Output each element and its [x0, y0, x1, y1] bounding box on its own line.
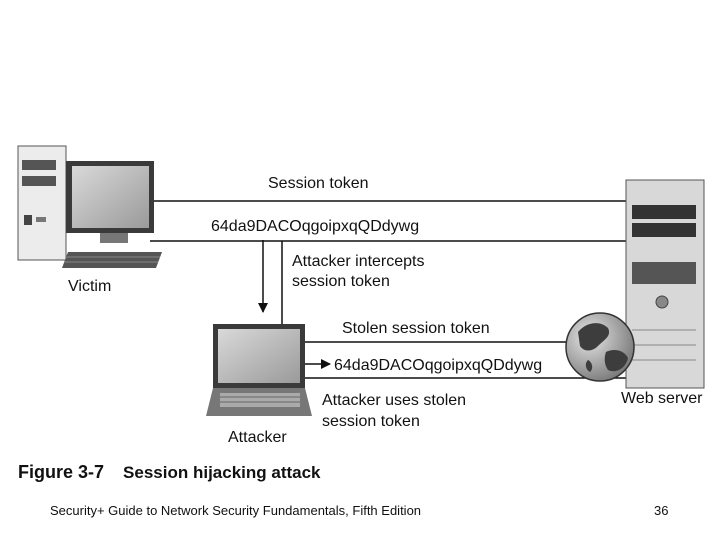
figure-number: Figure 3-7	[18, 462, 105, 482]
web-server-icon	[625, 179, 705, 389]
figure-title: Session hijacking attack	[123, 463, 321, 482]
uses-stolen-label-line2: session token	[322, 413, 420, 430]
intercept-label-line2: session token	[292, 273, 390, 290]
globe-icon	[565, 312, 635, 382]
intercept-label-line1: Attacker intercepts	[292, 253, 425, 270]
token-value-bottom: 64da9DACOqgoipxqQDdywg	[334, 357, 543, 374]
session-token-label: Session token	[268, 175, 369, 192]
uses-stolen-label-line1: Attacker uses stolen	[322, 392, 467, 409]
token-value-top: 64da9DACOqgoipxqQDdywg	[211, 218, 420, 235]
attacker-label: Attacker	[228, 429, 287, 446]
stolen-token-label: Stolen session token	[342, 320, 490, 337]
victim-label: Victim	[68, 278, 112, 295]
footer-source: Security+ Guide to Network Security Fund…	[50, 503, 422, 518]
victim-computer-icon	[17, 145, 162, 268]
web-server-label: Web server	[621, 390, 703, 407]
page-number: 36	[654, 503, 669, 518]
figure-caption: Figure 3-7 Session hijacking attack	[18, 462, 321, 483]
attacker-laptop-icon	[206, 324, 312, 416]
connection-lines	[150, 200, 626, 379]
